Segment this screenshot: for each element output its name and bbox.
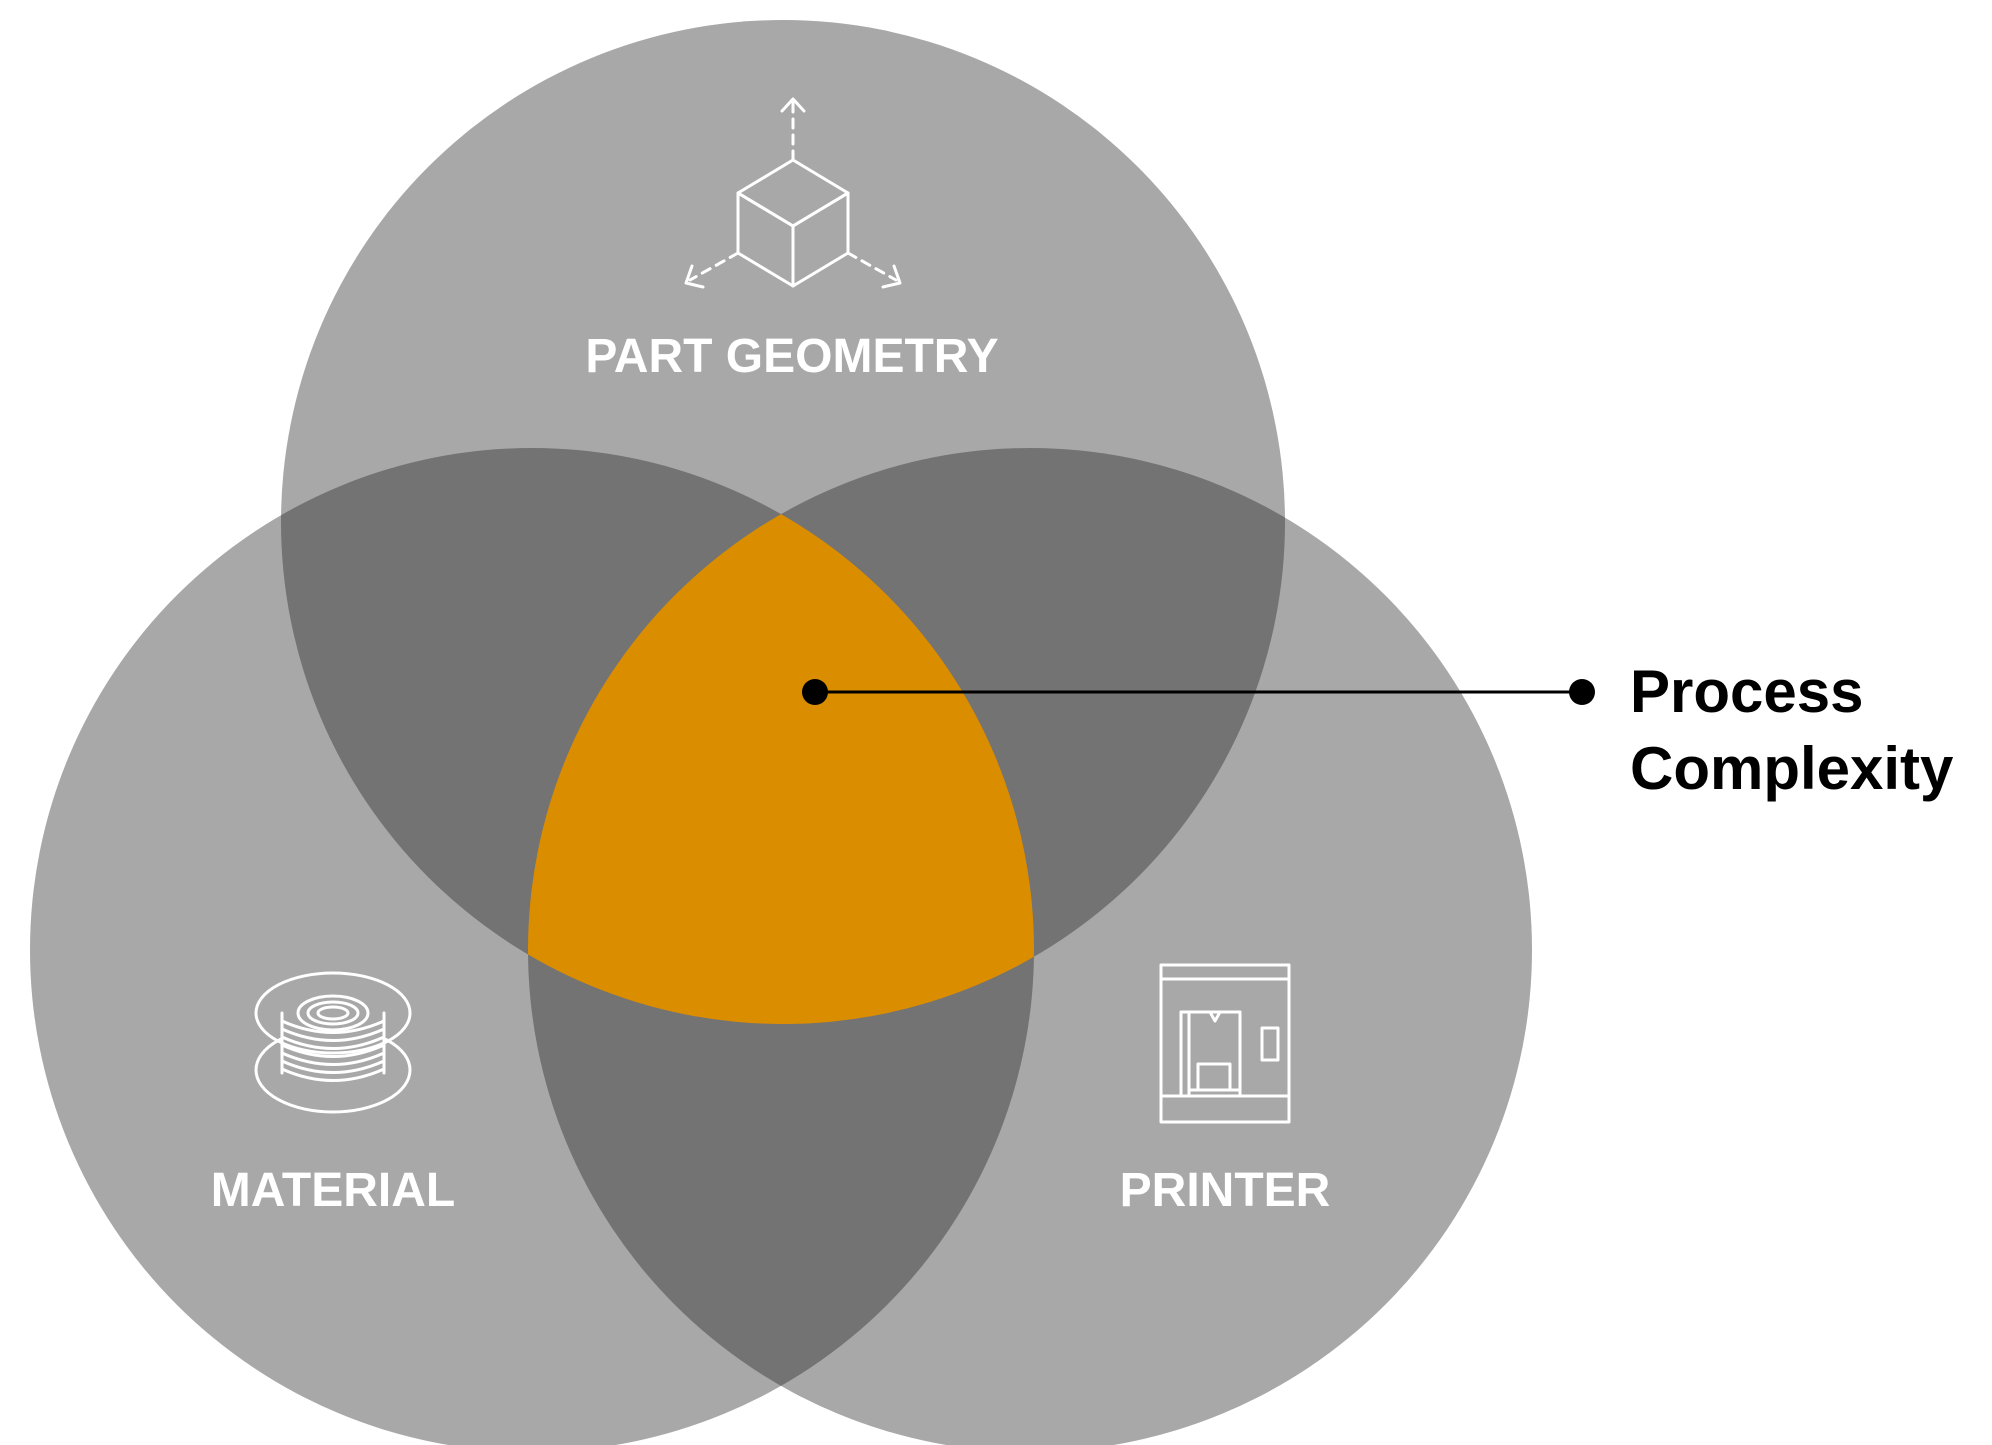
material-label: MATERIAL <box>211 1164 455 1217</box>
callout-label-line2: Complexity <box>1630 735 1954 802</box>
cube-axes-icon <box>684 97 902 289</box>
process-complexity-callout: Process Complexity <box>802 658 1954 802</box>
callout-end-dot <box>1569 679 1595 705</box>
part-geometry-label: PART GEOMETRY <box>585 330 998 383</box>
callout-center-dot <box>802 679 828 705</box>
printer-label: PRINTER <box>1120 1164 1331 1217</box>
overlap-center <box>528 448 1034 1024</box>
3d-printer-icon <box>1159 963 1291 1124</box>
callout-label-line1: Process <box>1630 658 1864 725</box>
filament-spool-icon <box>254 971 412 1114</box>
